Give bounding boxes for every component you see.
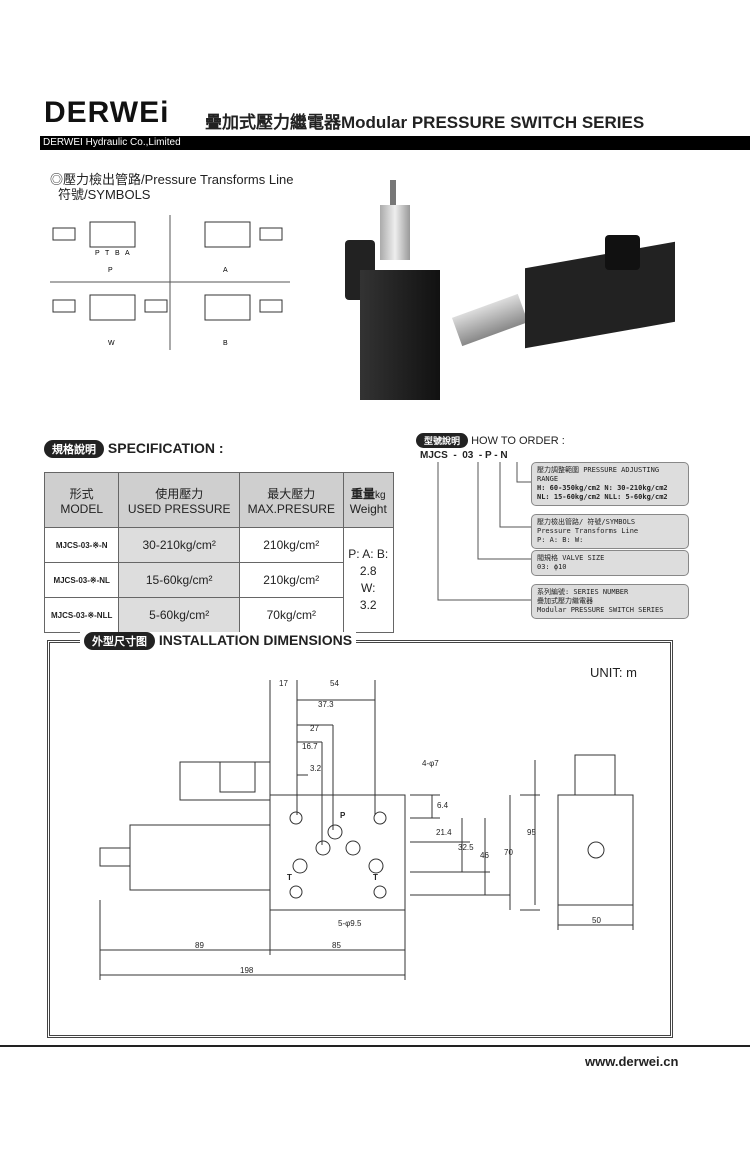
svg-text:P: P [340,811,346,820]
symbol-label-p: P [108,267,113,274]
svg-text:32.5: 32.5 [458,843,474,852]
page-title: 疊加式壓力繼電器Modular PRESSURE SWITCH SERIES [205,113,645,132]
installation-frame [47,640,673,1038]
product-photo-upright [345,180,445,410]
svg-text:54: 54 [330,679,339,688]
svg-text:B: B [115,250,120,257]
footer-divider [0,1045,750,1047]
svg-text:50: 50 [592,916,601,925]
logo: DERWEi [44,96,170,129]
svg-text:21.4: 21.4 [436,828,452,837]
svg-text:P: P [95,250,100,257]
svg-text:46: 46 [480,851,489,860]
order-code: MJCS - 03 - P - N [420,450,508,461]
svg-text:W: W [108,340,115,347]
order-leader-lines [437,462,532,601]
installation-heading: 外型尺寸图 INSTALLATION DIMENSIONS [80,632,357,650]
svg-text:5-φ9.5: 5-φ9.5 [338,919,362,928]
svg-text:27: 27 [310,724,319,733]
symbols-title: ◎壓力檢出管路/Pressure Transforms Line [50,172,294,187]
svg-text:198: 198 [240,966,254,975]
svg-text:70: 70 [504,848,513,857]
svg-text:T: T [287,873,292,882]
unit-label: UNIT: m [590,665,637,680]
svg-text:85: 85 [332,941,341,950]
svg-text:6.4: 6.4 [437,801,449,810]
spec-heading: 規格說明 SPECIFICATION : [44,440,224,458]
svg-text:89: 89 [195,941,204,950]
website-link[interactable]: www.derwei.cn [585,1054,679,1069]
svg-text:3.2: 3.2 [310,764,322,773]
product-photo-horizontal [451,235,685,365]
svg-text:A: A [125,250,130,257]
symbols-subtitle: 符號/SYMBOLS [58,187,151,202]
svg-text:37.3: 37.3 [318,700,334,709]
company-bar: DERWEI Hydraulic Co.,Limited [40,136,750,150]
installation-drawing: 17 54 37.3 27 16.7 3.2 4-φ7 6.4 21.4 32.5 46 7… [99,679,634,980]
svg-text:4-φ7: 4-φ7 [422,759,439,768]
svg-text:95: 95 [527,828,536,837]
svg-text:17: 17 [279,679,288,688]
svg-text:T: T [373,873,378,882]
svg-text:T: T [105,250,110,257]
svg-text:B: B [223,340,228,347]
svg-text:A: A [223,267,228,274]
order-heading: 型號說明 HOW TO ORDER : [416,433,565,448]
svg-text:16.7: 16.7 [302,742,318,751]
